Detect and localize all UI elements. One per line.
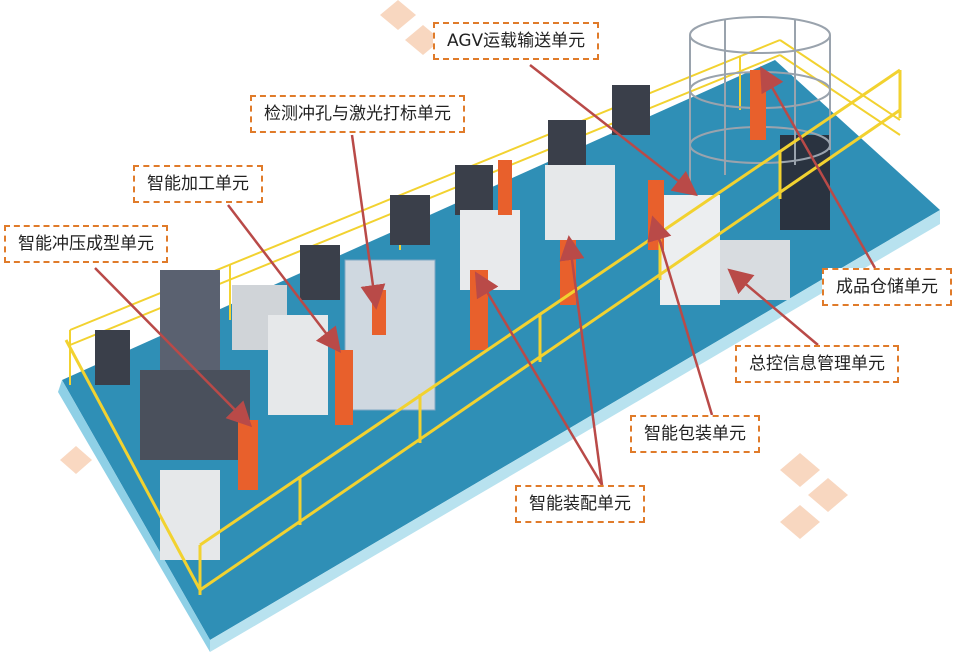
arrow-machining <box>227 204 342 353</box>
watermark-logo <box>60 0 848 539</box>
label-storage-unit: 成品仓储单元 <box>822 268 952 306</box>
label-assembly-unit: 智能装配单元 <box>515 485 645 523</box>
machine-cabinets <box>95 85 830 560</box>
label-agv-unit: AGV运载输送单元 <box>433 22 600 60</box>
label-detect-unit: 检测冲孔与激光打标单元 <box>250 95 465 133</box>
arrow-storage <box>760 66 877 269</box>
label-machining-unit: 智能加工单元 <box>133 165 263 203</box>
label-press-unit: 智能冲压成型单元 <box>4 225 168 263</box>
front-fence <box>64 68 902 595</box>
arrow-assembly-1 <box>474 271 604 486</box>
arrow-detect <box>350 134 386 310</box>
label-packaging-unit: 智能包装单元 <box>630 415 760 453</box>
floor-platform <box>58 60 940 652</box>
arrow-agv <box>529 64 698 197</box>
callout-arrows <box>94 64 877 486</box>
label-control-unit: 总控信息管理单元 <box>735 345 899 383</box>
arrow-packaging <box>647 215 714 416</box>
arrow-assembly-2 <box>559 235 604 486</box>
arrow-press <box>94 267 253 428</box>
arrow-control <box>727 268 819 346</box>
